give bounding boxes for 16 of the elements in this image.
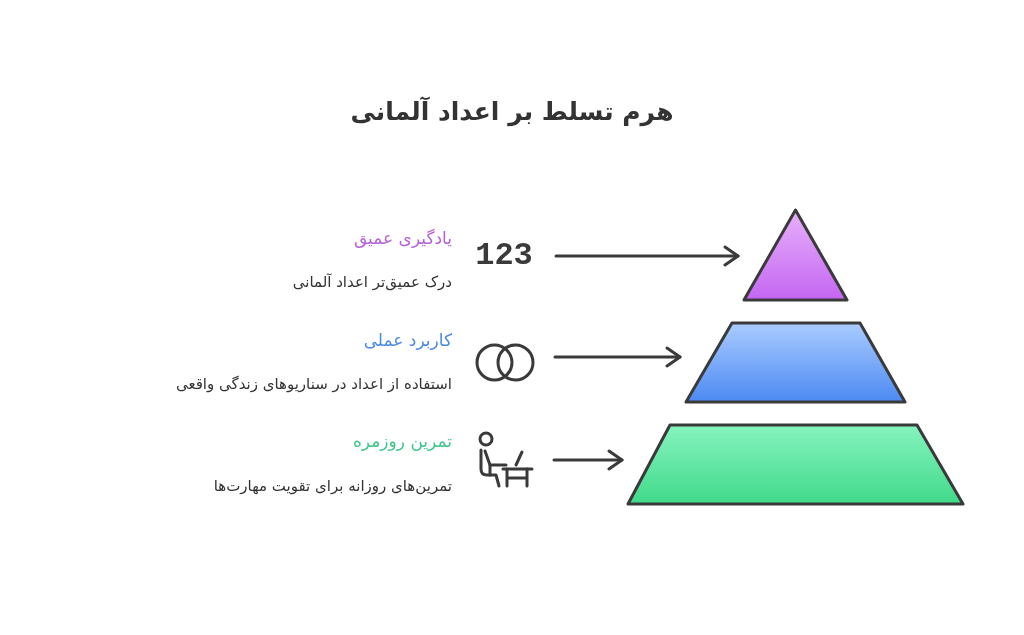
diagram-title: هرم تسلط بر اعداد آلمانی <box>350 95 674 129</box>
tier-description: استفاده از اعداد در سناریوهای زندگی واقعی <box>175 374 452 394</box>
arrow <box>554 245 740 267</box>
interlocking-rings-icon <box>475 343 535 382</box>
pyramid-tier-trapezoid <box>626 423 965 506</box>
arrow <box>553 346 682 368</box>
pyramid-tier-trapezoid <box>684 321 907 404</box>
tier-description: تمرین‌های روزانه برای تقویت مهارت‌ها <box>213 476 452 496</box>
tier-description: درک عمیق‌تر اعداد آلمانی <box>292 272 452 292</box>
tier-heading: کاربرد عملی <box>363 329 452 351</box>
tier-heading: یادگیری عمیق <box>353 227 452 249</box>
person-at-desk-icon <box>476 431 534 488</box>
numbers-text: 123 <box>472 240 536 272</box>
pyramid-top-triangle <box>742 208 849 302</box>
arrow <box>552 449 624 471</box>
tier-heading: تمرین روزمره <box>352 430 452 452</box>
